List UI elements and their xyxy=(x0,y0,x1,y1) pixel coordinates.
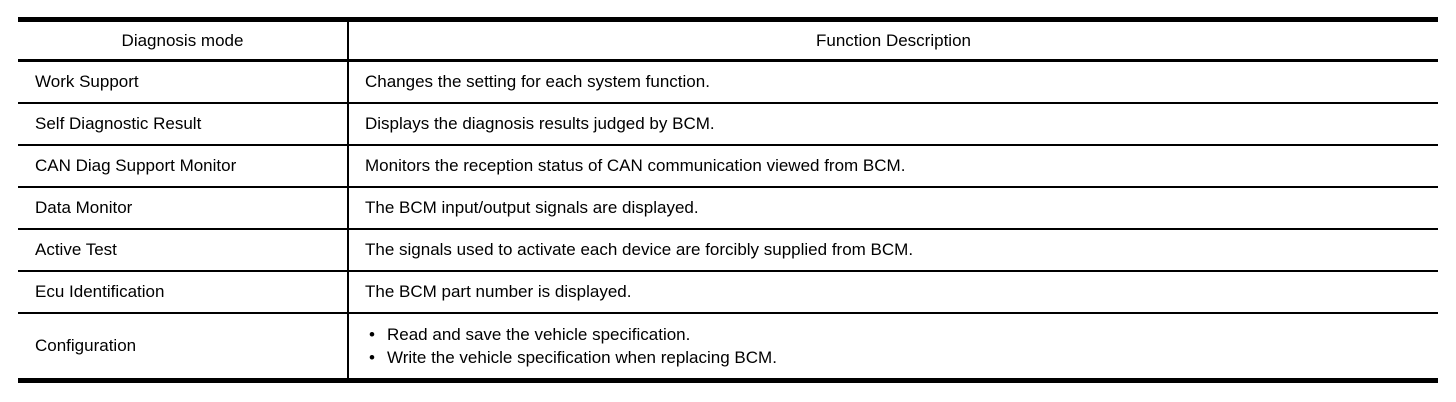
diagnosis-mode-cell: Ecu Identification xyxy=(18,271,348,314)
diagnosis-mode-cell: Work Support xyxy=(18,60,348,104)
header-function-description: Function Description xyxy=(347,19,1438,62)
function-description-cell: Displays the diagnosis results judged by… xyxy=(347,103,1438,146)
diagnosis-mode-table: Diagnosis mode Function Description Work… xyxy=(18,17,1438,383)
diagnosis-mode-cell: CAN Diag Support Monitor xyxy=(18,145,348,188)
function-description-cell: The BCM input/output signals are display… xyxy=(347,187,1438,230)
function-description-cell: Monitors the reception status of CAN com… xyxy=(347,145,1438,188)
function-description-cell: Read and save the vehicle specification.… xyxy=(347,313,1438,381)
diagnosis-mode-cell: Active Test xyxy=(18,229,348,272)
diagnosis-mode-cell: Self Diagnostic Result xyxy=(18,103,348,146)
diagnosis-mode-cell: Configuration xyxy=(35,336,137,356)
function-description-cell: The signals used to activate each device… xyxy=(347,229,1438,272)
function-description-cell: The BCM part number is displayed. xyxy=(347,271,1438,314)
description-bullet-item: Write the vehicle specification when rep… xyxy=(365,346,1438,369)
table-row: Configuration Read and save the vehicle s… xyxy=(18,313,1438,381)
function-description-cell: Changes the setting for each system func… xyxy=(347,60,1438,104)
header-diagnosis-mode: Diagnosis mode xyxy=(18,19,348,62)
header-row: Diagnosis mode Function Description xyxy=(18,19,1438,62)
description-bullet-list: Read and save the vehicle specification.… xyxy=(365,323,1438,369)
diagnosis-mode-cell: Data Monitor xyxy=(18,187,348,230)
description-bullet-item: Read and save the vehicle specification. xyxy=(365,323,1438,346)
